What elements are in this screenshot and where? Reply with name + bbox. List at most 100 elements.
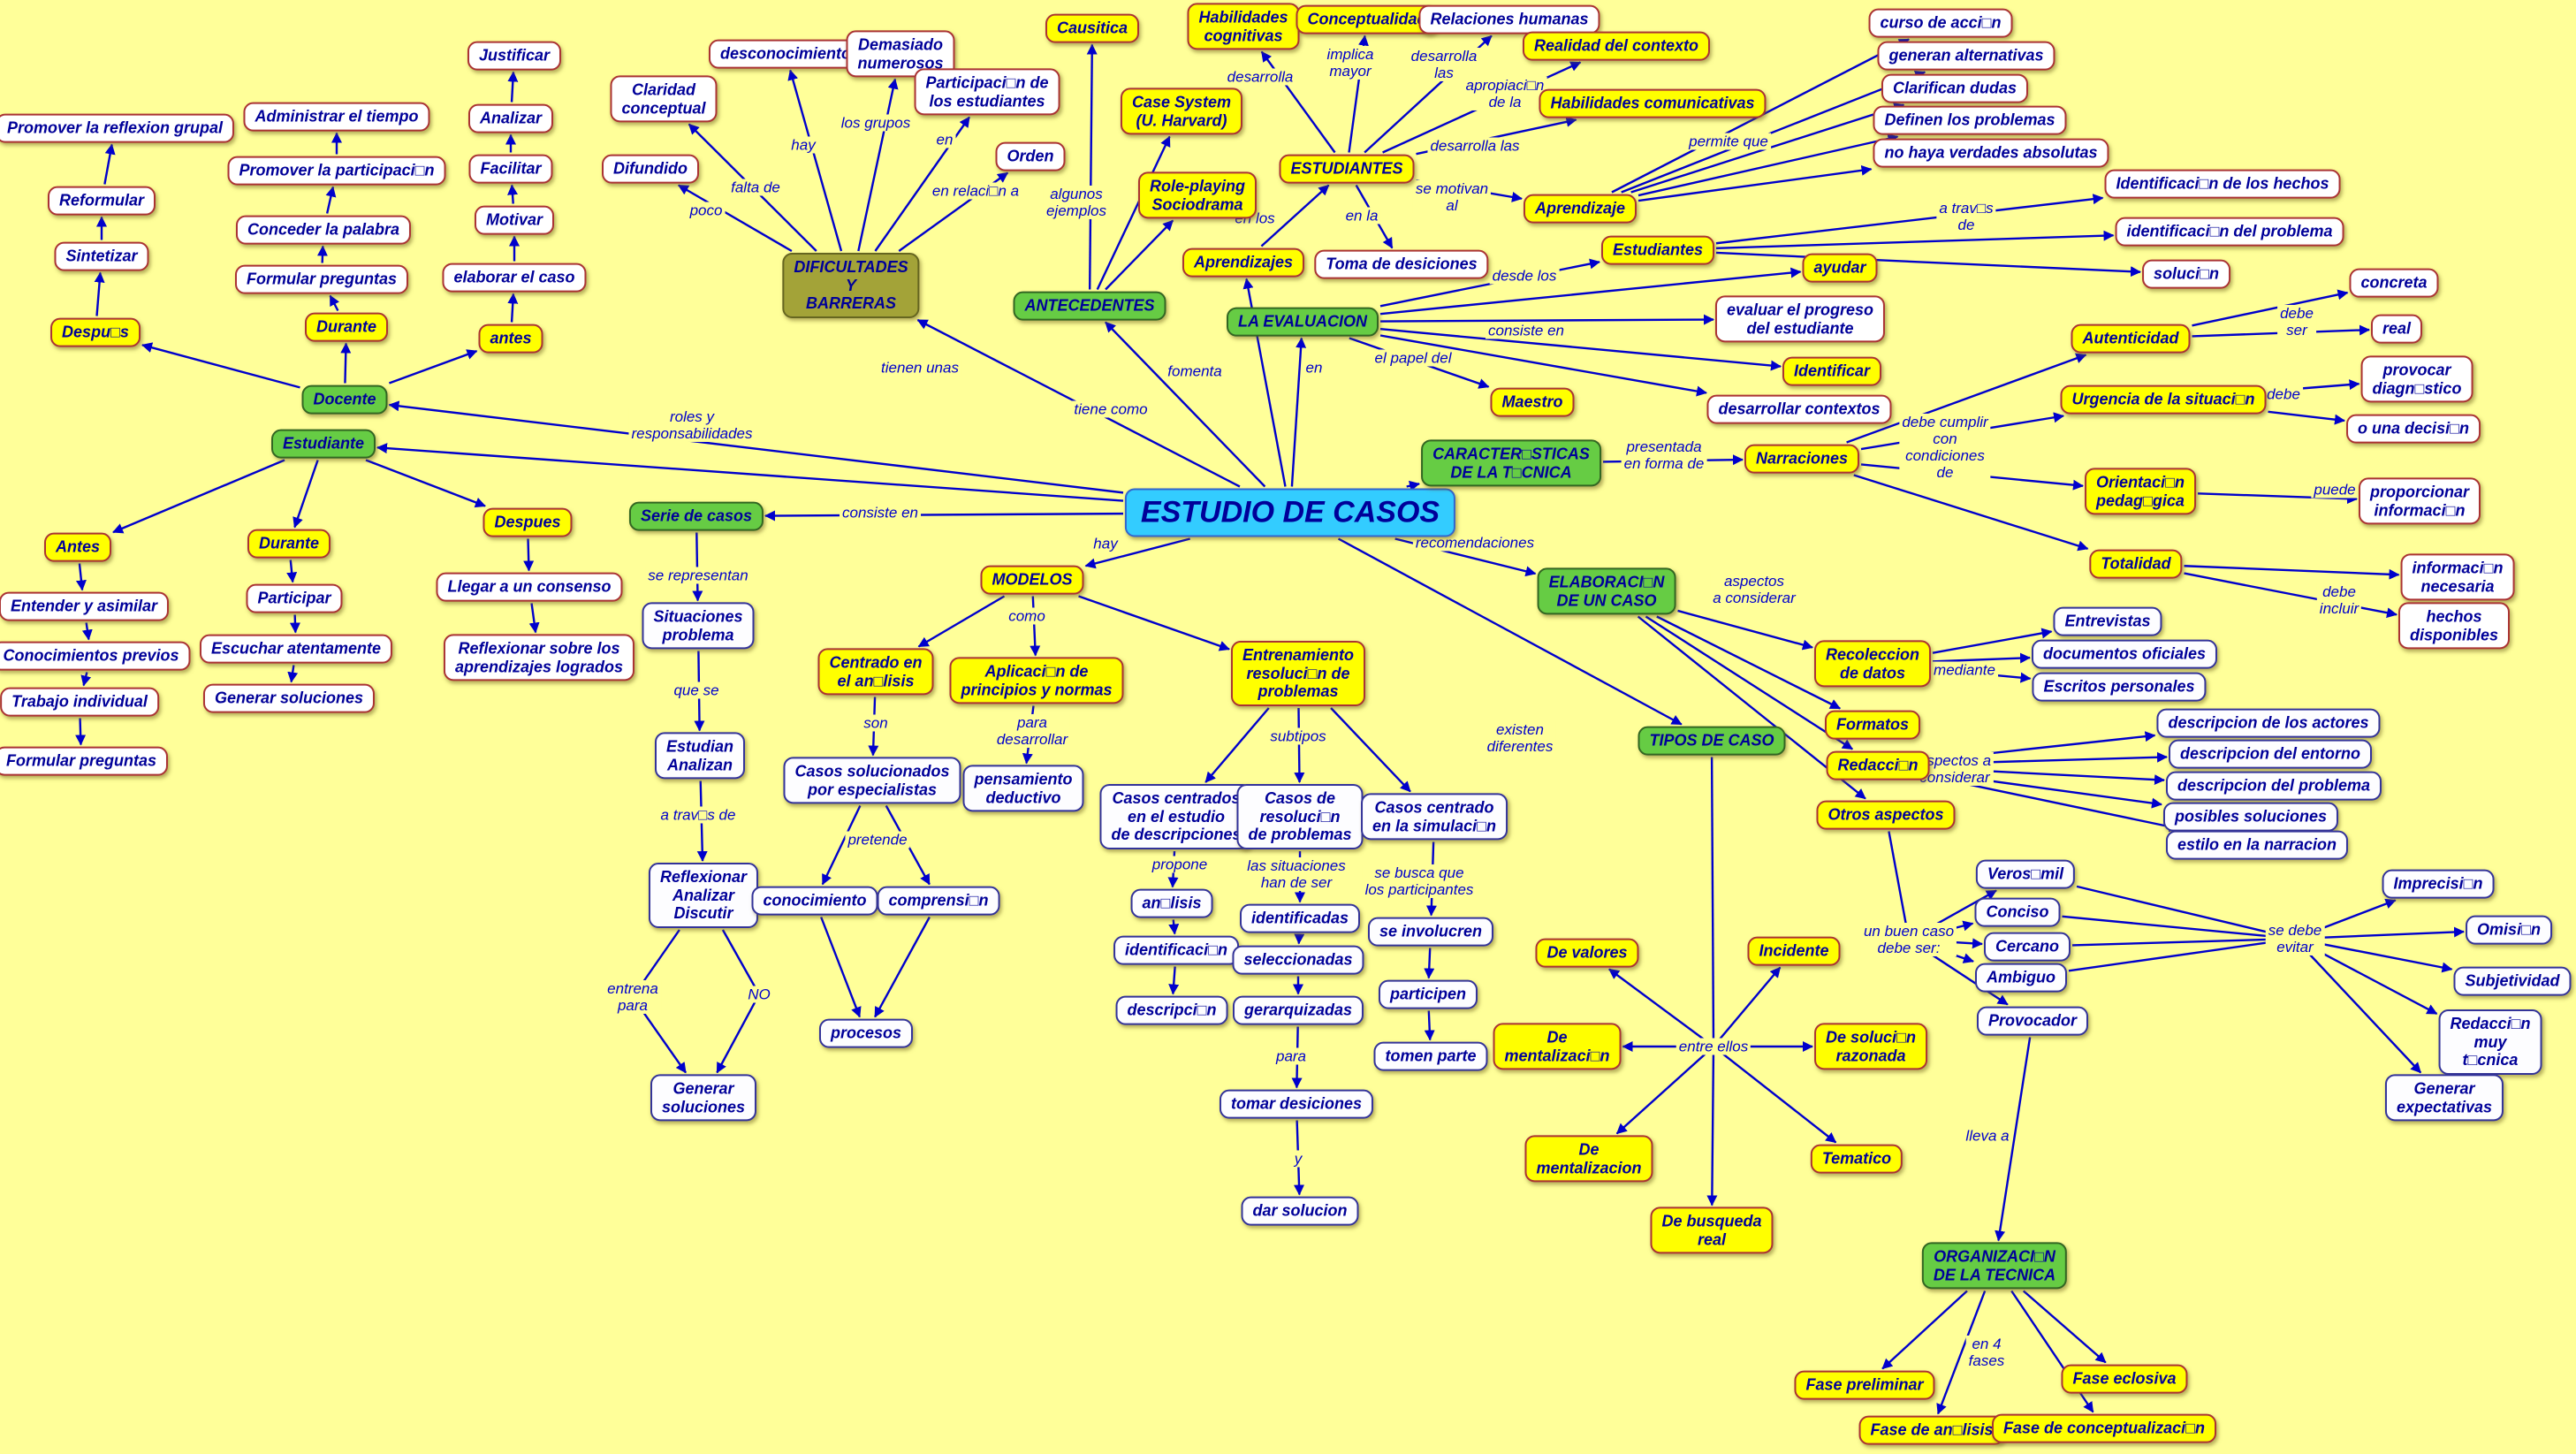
node-conceptualidad[interactable]: Conceptualidad <box>1296 4 1439 34</box>
node-estudiantes-node[interactable]: ESTUDIANTES <box>1279 154 1415 184</box>
node-procesos[interactable]: procesos <box>818 1018 914 1048</box>
node-analizar[interactable]: Analizar <box>467 103 554 133</box>
node-otros-aspectos[interactable]: Otros aspectos <box>1816 800 1956 830</box>
node-casos-resolucion[interactable]: Casos de resoluci□n de problemas <box>1236 783 1364 850</box>
node-descripcion[interactable]: descripci□n <box>1115 995 1228 1025</box>
node-informacion-necesaria[interactable]: informaci□n necesaria <box>2400 553 2515 601</box>
node-estudiantes2[interactable]: Estudiantes <box>1600 235 1715 265</box>
node-motivar[interactable]: Motivar <box>474 205 555 235</box>
node-trabajo-individual[interactable]: Trabajo individual <box>0 687 159 717</box>
node-curso-accion[interactable]: curso de acci□n <box>1868 8 2013 38</box>
node-se-involucren[interactable]: se involucren <box>1367 917 1494 947</box>
node-de-mentalizacion-2[interactable]: De mentalizacion <box>1524 1135 1653 1183</box>
node-formatos[interactable]: Formatos <box>1824 710 1921 740</box>
node-promover-reflexion-grupal[interactable]: Promover la reflexion grupal <box>0 113 235 143</box>
node-justificar[interactable]: Justificar <box>467 41 562 71</box>
node-claridad-conceptual[interactable]: Claridad conceptual <box>610 75 718 123</box>
node-caracteristicas[interactable]: CARACTER□STICAS DE LA T□CNICA <box>1421 439 1601 487</box>
node-evaluar-progreso[interactable]: evaluar el progreso del estudiante <box>1714 295 1886 343</box>
node-gerarquizadas[interactable]: gerarquizadas <box>1232 995 1364 1025</box>
node-conceder-palabra[interactable]: Conceder la palabra <box>235 215 412 245</box>
node-entrenamiento[interactable]: Entrenamiento resoluci□n de problemas <box>1230 640 1366 707</box>
node-la-evaluacion[interactable]: LA EVALUACION <box>1227 307 1379 337</box>
node-difundido[interactable]: Difundido <box>602 154 699 184</box>
node-fase-eclosiva[interactable]: Fase eclosiva <box>2061 1364 2188 1394</box>
node-serie-casos[interactable]: Serie de casos <box>628 501 764 531</box>
node-role-playing[interactable]: Role-playing Sociodrama <box>1137 171 1258 219</box>
node-fase-preliminar[interactable]: Fase preliminar <box>1794 1370 1935 1400</box>
node-habilidades-cognitivas[interactable]: Habilidades cognitivas <box>1187 3 1300 50</box>
node-redaccion[interactable]: Redacci□n <box>1826 750 1930 780</box>
node-organizacion[interactable]: ORGANIZACI□N DE LA TECNICA <box>1921 1242 2068 1290</box>
node-relaciones-humanas[interactable]: Relaciones humanas <box>1418 4 1600 34</box>
node-casos-simulacion[interactable]: Casos centrado en la simulaci□n <box>1361 793 1508 841</box>
node-autenticidad[interactable]: Autenticidad <box>2071 324 2191 354</box>
node-entrevistas[interactable]: Entrevistas <box>2053 606 2162 636</box>
node-elaboracion-caso[interactable]: ELABORACI□N DE UN CASO <box>1537 567 1676 615</box>
node-llegar-consenso[interactable]: Llegar a un consenso <box>436 572 623 602</box>
node-hechos-disponibles[interactable]: hechos disponibles <box>2397 602 2511 650</box>
node-casos-descripciones[interactable]: Casos centrados en el estudio de descrip… <box>1099 783 1253 850</box>
node-o-una-decision[interactable]: o una decisi□n <box>2346 414 2481 444</box>
node-dificultades[interactable]: DIFICULTADES Y BARRERAS <box>782 252 920 319</box>
node-situaciones-problema[interactable]: Situaciones problema <box>642 602 755 650</box>
node-de-mentalizacion-1[interactable]: De mentalizaci□n <box>1493 1023 1622 1070</box>
node-antecedentes[interactable]: ANTECEDENTES <box>1013 291 1166 321</box>
node-casos-solucionados[interactable]: Casos solucionados por especialistas <box>783 757 961 804</box>
node-ambiguo[interactable]: Ambiguo <box>1975 963 2067 993</box>
node-fase-analisis[interactable]: Fase de an□lisis <box>1858 1415 2005 1445</box>
node-de-solucion-razonada[interactable]: De soluci□n razonada <box>1814 1023 1927 1070</box>
node-reformular[interactable]: Reformular <box>47 186 156 216</box>
node-antes1[interactable]: antes <box>478 324 543 354</box>
node-comprension[interactable]: comprensi□n <box>877 886 1000 916</box>
node-formular-preguntas-2[interactable]: Formular preguntas <box>0 746 169 776</box>
node-elaborar-caso[interactable]: elaborar el caso <box>442 263 587 293</box>
node-identificacion-hechos[interactable]: Identificaci□n de los hechos <box>2104 169 2341 199</box>
node-generan-alternativas[interactable]: generan alternativas <box>1877 41 2055 71</box>
node-generar-expectativas[interactable]: Generar expectativas <box>2384 1074 2504 1122</box>
node-entender-asimilar[interactable]: Entender y asimilar <box>0 591 170 621</box>
node-real[interactable]: real <box>2370 314 2423 344</box>
node-despues2[interactable]: Despues <box>483 507 573 537</box>
node-centrado-analisis[interactable]: Centrado en el an□lisis <box>817 648 934 696</box>
node-toma-desiciones[interactable]: Toma de desiciones <box>1314 249 1489 279</box>
node-aplicacion-principios[interactable]: Aplicaci□n de principios y normas <box>949 657 1124 704</box>
node-descripcion-actores[interactable]: descripcion de los actores <box>2156 708 2381 738</box>
node-documentos-oficiales[interactable]: documentos oficiales <box>2031 639 2218 669</box>
node-estilo-narracion[interactable]: estilo en la narracion <box>2165 830 2349 860</box>
node-incidente[interactable]: Incidente <box>1747 936 1841 966</box>
node-identificar[interactable]: Identificar <box>1782 356 1882 386</box>
node-tomar-desiciones[interactable]: tomar desiciones <box>1219 1089 1374 1119</box>
node-reflexionar-analizar[interactable]: Reflexionar Analizar Discutir <box>648 862 759 929</box>
node-definen-problemas[interactable]: Definen los problemas <box>1873 105 2067 135</box>
node-participar[interactable]: Participar <box>246 583 343 613</box>
node-identificacion-problema[interactable]: identificaci□n del problema <box>2115 217 2344 247</box>
node-docente[interactable]: Docente <box>301 384 388 415</box>
node-provocador[interactable]: Provocador <box>1976 1006 2089 1036</box>
node-durante2[interactable]: Durante <box>247 529 331 559</box>
node-ayudar[interactable]: ayudar <box>1802 253 1878 283</box>
node-conocimiento[interactable]: conocimiento <box>751 886 878 916</box>
node-clarifican-dudas[interactable]: Clarifican dudas <box>1881 73 2029 103</box>
node-desarrollar-contextos[interactable]: desarrollar contextos <box>1706 394 1892 424</box>
node-tematico[interactable]: Tematico <box>1810 1144 1904 1174</box>
node-orientacion-pedagogica[interactable]: Orientaci□n pedag□gica <box>2085 468 2196 515</box>
node-concreta[interactable]: concreta <box>2349 268 2439 298</box>
node-estudio-casos[interactable]: ESTUDIO DE CASOS <box>1124 488 1456 537</box>
node-analisis[interactable]: an□lisis <box>1130 888 1213 918</box>
node-realidad-contexto[interactable]: Realidad del contexto <box>1522 31 1711 61</box>
node-orden[interactable]: Orden <box>995 141 1066 171</box>
node-totalidad[interactable]: Totalidad <box>2089 549 2183 579</box>
node-identificacion[interactable]: identificaci□n <box>1113 935 1239 965</box>
node-tomen-parte[interactable]: tomen parte <box>1373 1041 1488 1071</box>
node-imprecision[interactable]: Imprecisi□n <box>2382 869 2495 899</box>
node-de-busqueda-real[interactable]: De busqueda real <box>1650 1207 1774 1254</box>
node-escuchar-atentamente[interactable]: Escuchar atentamente <box>199 634 393 664</box>
node-facilitar[interactable]: Facilitar <box>468 154 553 184</box>
node-redaccion-tecnica[interactable]: Redacci□n muy t□cnica <box>2438 1009 2542 1076</box>
node-provocar-diagnostico[interactable]: provocar diagn□stico <box>2360 355 2473 403</box>
node-conocimientos-previos[interactable]: Conocimientos previos <box>0 641 191 671</box>
node-sintetizar[interactable]: Sintetizar <box>54 241 149 271</box>
node-conciso[interactable]: Conciso <box>1974 897 2061 927</box>
node-descripcion-entorno[interactable]: descripcion del entorno <box>2168 739 2373 769</box>
